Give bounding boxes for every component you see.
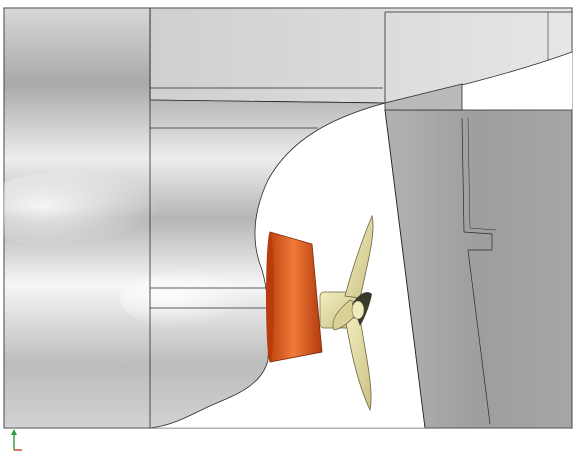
propeller — [319, 214, 374, 412]
axis-triad-icon — [11, 429, 22, 451]
propeller-nozzle — [266, 231, 323, 363]
rudder — [384, 83, 573, 429]
hull-body — [0, 7, 386, 429]
stern-overhang — [149, 7, 573, 104]
